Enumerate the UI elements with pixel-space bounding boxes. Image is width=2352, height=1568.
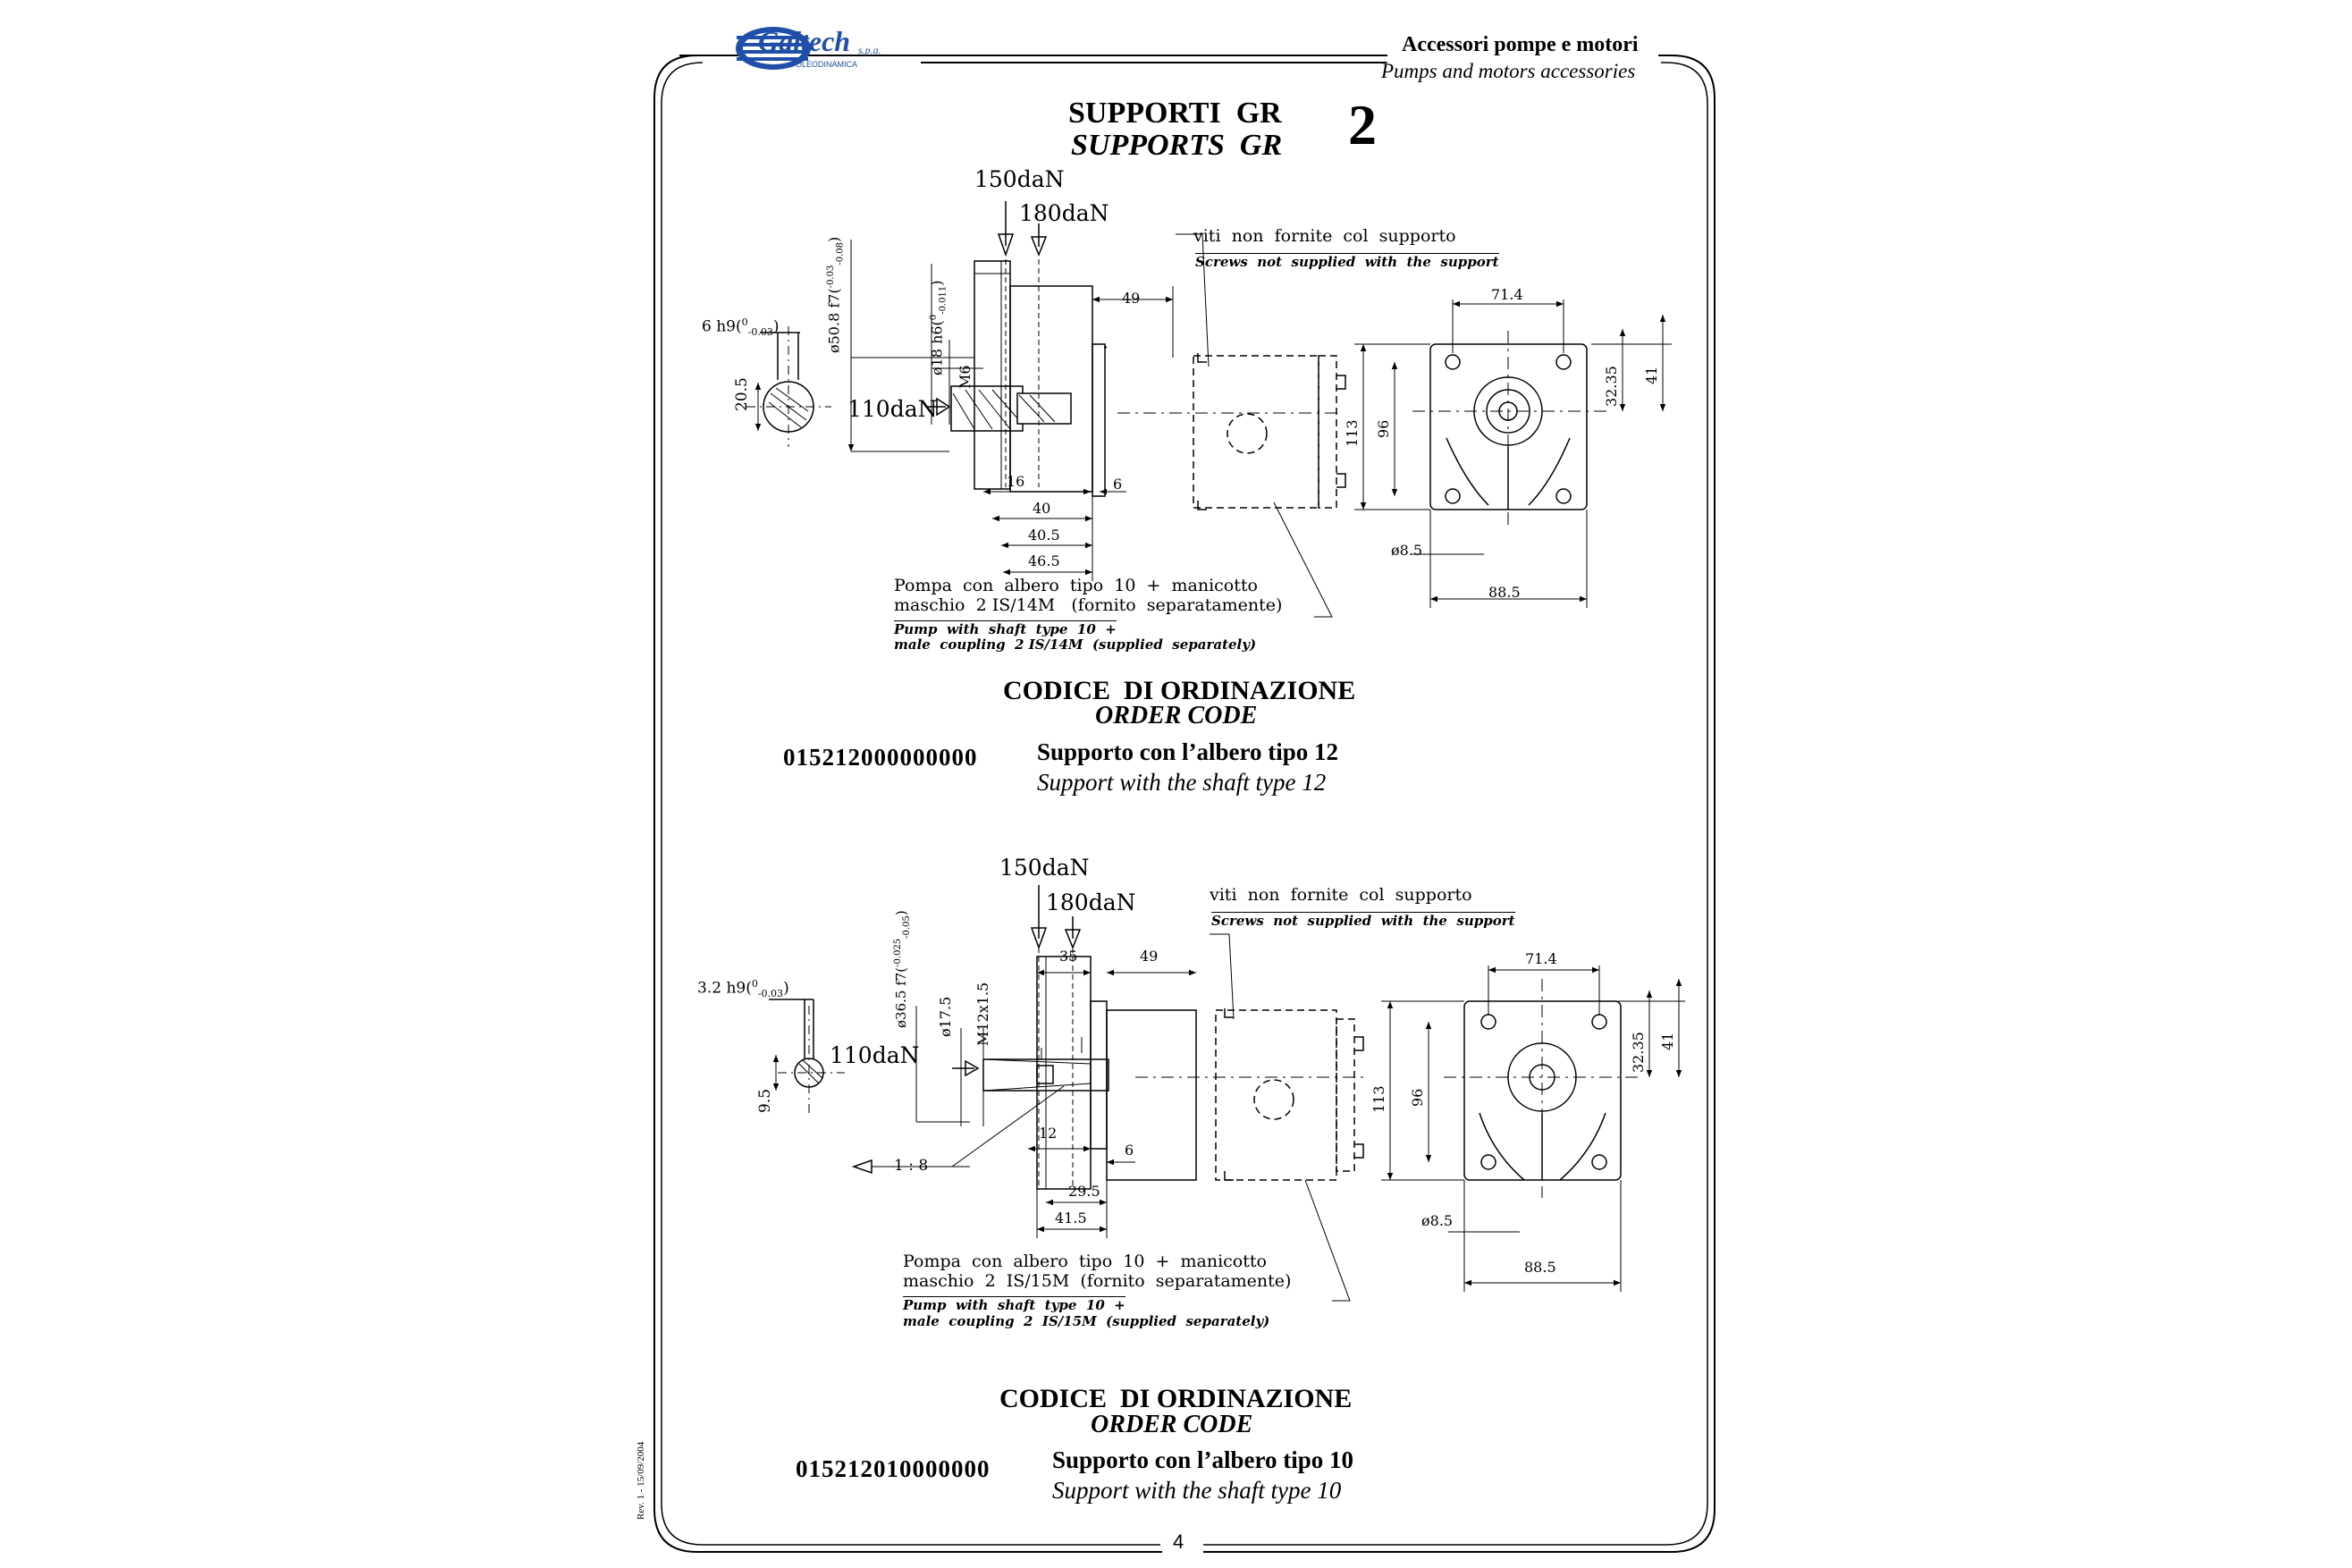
- order-desc-en-1: Support with the shaft type 12: [1037, 769, 1327, 796]
- pump-note-en-1a: Pump with shaft type 10 +: [894, 620, 1117, 637]
- dim-9-5: 9.5: [756, 1088, 774, 1113]
- drawing-1: [746, 201, 1672, 618]
- page-heading-it: SUPPORTI GR: [1068, 97, 1282, 130]
- dim-thread-1: M6: [957, 365, 974, 389]
- dim-96-2: 96: [1409, 1088, 1426, 1107]
- order-title-en-2: ORDER CODE: [1091, 1411, 1253, 1438]
- dim-71-4-2: 71.4: [1525, 950, 1557, 967]
- dim-40-5: 40.5: [1028, 527, 1060, 544]
- dim-49-2: 49: [1140, 948, 1159, 965]
- order-desc-en-2: Support with the shaft type 10: [1052, 1477, 1342, 1504]
- dim-6-1: 6: [1113, 476, 1123, 493]
- load-150-1: 150daN: [974, 166, 1065, 192]
- pump-note-it-2b: maschio 2 IS/15M (fornito separatamente): [903, 1271, 1292, 1291]
- logo-suffix: s.p.a.: [858, 44, 881, 56]
- pump-note-it-2a: Pompa con albero tipo 10 + manicotto: [903, 1252, 1267, 1271]
- dim-96-1: 96: [1375, 419, 1392, 438]
- pump-note-en-1b: male coupling 2 IS/14M (supplied separat…: [894, 636, 1257, 653]
- dim-key-2: 3.2 h9(0-0.03): [697, 978, 789, 1000]
- drawing-2: [769, 885, 1685, 1302]
- dim-88-5-2: 88.5: [1524, 1259, 1556, 1276]
- dim-shaft-2: ø17.5: [937, 996, 954, 1037]
- dim-taper: 1 : 8: [894, 1157, 929, 1175]
- order-desc-it-1: Supporto con l’albero tipo 12: [1037, 738, 1339, 765]
- pump-note-en-2a: Pump with shaft type 10 +: [903, 1296, 1125, 1313]
- order-title-it-2: CODICE DI ORDINAZIONE: [999, 1384, 1353, 1413]
- page-heading-en: SUPPORTS GR: [1071, 129, 1283, 162]
- dim-20-5: 20.5: [733, 377, 751, 411]
- page-frame: [653, 55, 1716, 1553]
- screws-note-en-2: Screws not supplied with the support: [1211, 912, 1515, 929]
- logo-text: Galtech: [758, 25, 851, 57]
- screws-note-it-1: viti non fornite col supporto: [1193, 226, 1456, 246]
- dim-46-5: 46.5: [1028, 552, 1060, 569]
- dim-29-5: 29.5: [1068, 1183, 1100, 1200]
- dim-41-1: 41: [1643, 366, 1660, 384]
- dim-71-4-1: 71.4: [1491, 286, 1523, 303]
- order-desc-it-2: Supporto con l’albero tipo 10: [1052, 1446, 1354, 1473]
- dim-hole-2: ø8.5: [1421, 1212, 1454, 1229]
- header-title-it: Accessori pompe e motori: [1402, 33, 1639, 56]
- dim-6-2: 6: [1125, 1142, 1134, 1159]
- page-number: 4: [1173, 1530, 1184, 1553]
- dim-40-1: 40: [1033, 500, 1051, 517]
- dim-113-1: 113: [1344, 419, 1361, 447]
- dim-hole-1: ø8.5: [1391, 542, 1423, 559]
- dim-35-2: 35: [1059, 948, 1078, 965]
- screws-note-en-1: Screws not supplied with the support: [1195, 253, 1499, 270]
- dim-41-5: 41.5: [1055, 1210, 1087, 1227]
- dim-thread-2: M12x1.5: [974, 982, 991, 1046]
- pump-note-en-2b: male coupling 2 IS/15M (supplied separat…: [903, 1313, 1270, 1329]
- load-110-1: 110daN: [847, 396, 938, 422]
- dim-32-35-1: 32.35: [1603, 366, 1620, 407]
- order-code-2: 015212010000000: [796, 1455, 991, 1482]
- dim-spigot-1: ø50.8 f7(-0.03-0.08): [825, 236, 846, 353]
- screws-note-it-2: viti non fornite col supporto: [1210, 885, 1472, 905]
- dim-spigot-2: ø36.5 f7(-0.025-0.05): [893, 910, 912, 1028]
- dim-49-1: 49: [1122, 290, 1141, 307]
- revision-note: Rev. 1 - 15/09/2004: [636, 1441, 646, 1520]
- header-title-en: Pumps and motors accessories: [1381, 60, 1636, 82]
- dim-41-2: 41: [1659, 1032, 1676, 1050]
- load-150-2: 150daN: [999, 855, 1090, 881]
- logo-subtitle: OLEODINAMICA: [796, 60, 858, 69]
- galtech-logo-icon: [736, 27, 811, 70]
- order-code-1: 015212000000000: [783, 744, 978, 771]
- dim-12-2: 12: [1039, 1125, 1058, 1142]
- pump-note-it-1b: maschio 2 IS/14M (fornito separatamente): [894, 595, 1283, 615]
- order-title-en-1: ORDER CODE: [1095, 702, 1258, 729]
- group-number: 2: [1348, 93, 1377, 156]
- load-180-1: 180daN: [1019, 200, 1109, 226]
- dim-32-35-2: 32.35: [1630, 1032, 1647, 1073]
- dim-shaft-1: ø18 h6(0-0.011): [928, 280, 948, 375]
- load-180-2: 180daN: [1046, 889, 1136, 915]
- dim-key-1: 6 h9(0-0.03): [702, 316, 780, 339]
- order-title-it-1: CODICE DI ORDINAZIONE: [1003, 676, 1356, 705]
- dim-113-2: 113: [1370, 1085, 1387, 1113]
- pump-note-it-1a: Pompa con albero tipo 10 + manicotto: [894, 576, 1258, 595]
- load-110-2: 110daN: [830, 1042, 920, 1068]
- dim-88-5-1: 88.5: [1488, 584, 1521, 601]
- dim-16-1: 16: [1007, 473, 1025, 490]
